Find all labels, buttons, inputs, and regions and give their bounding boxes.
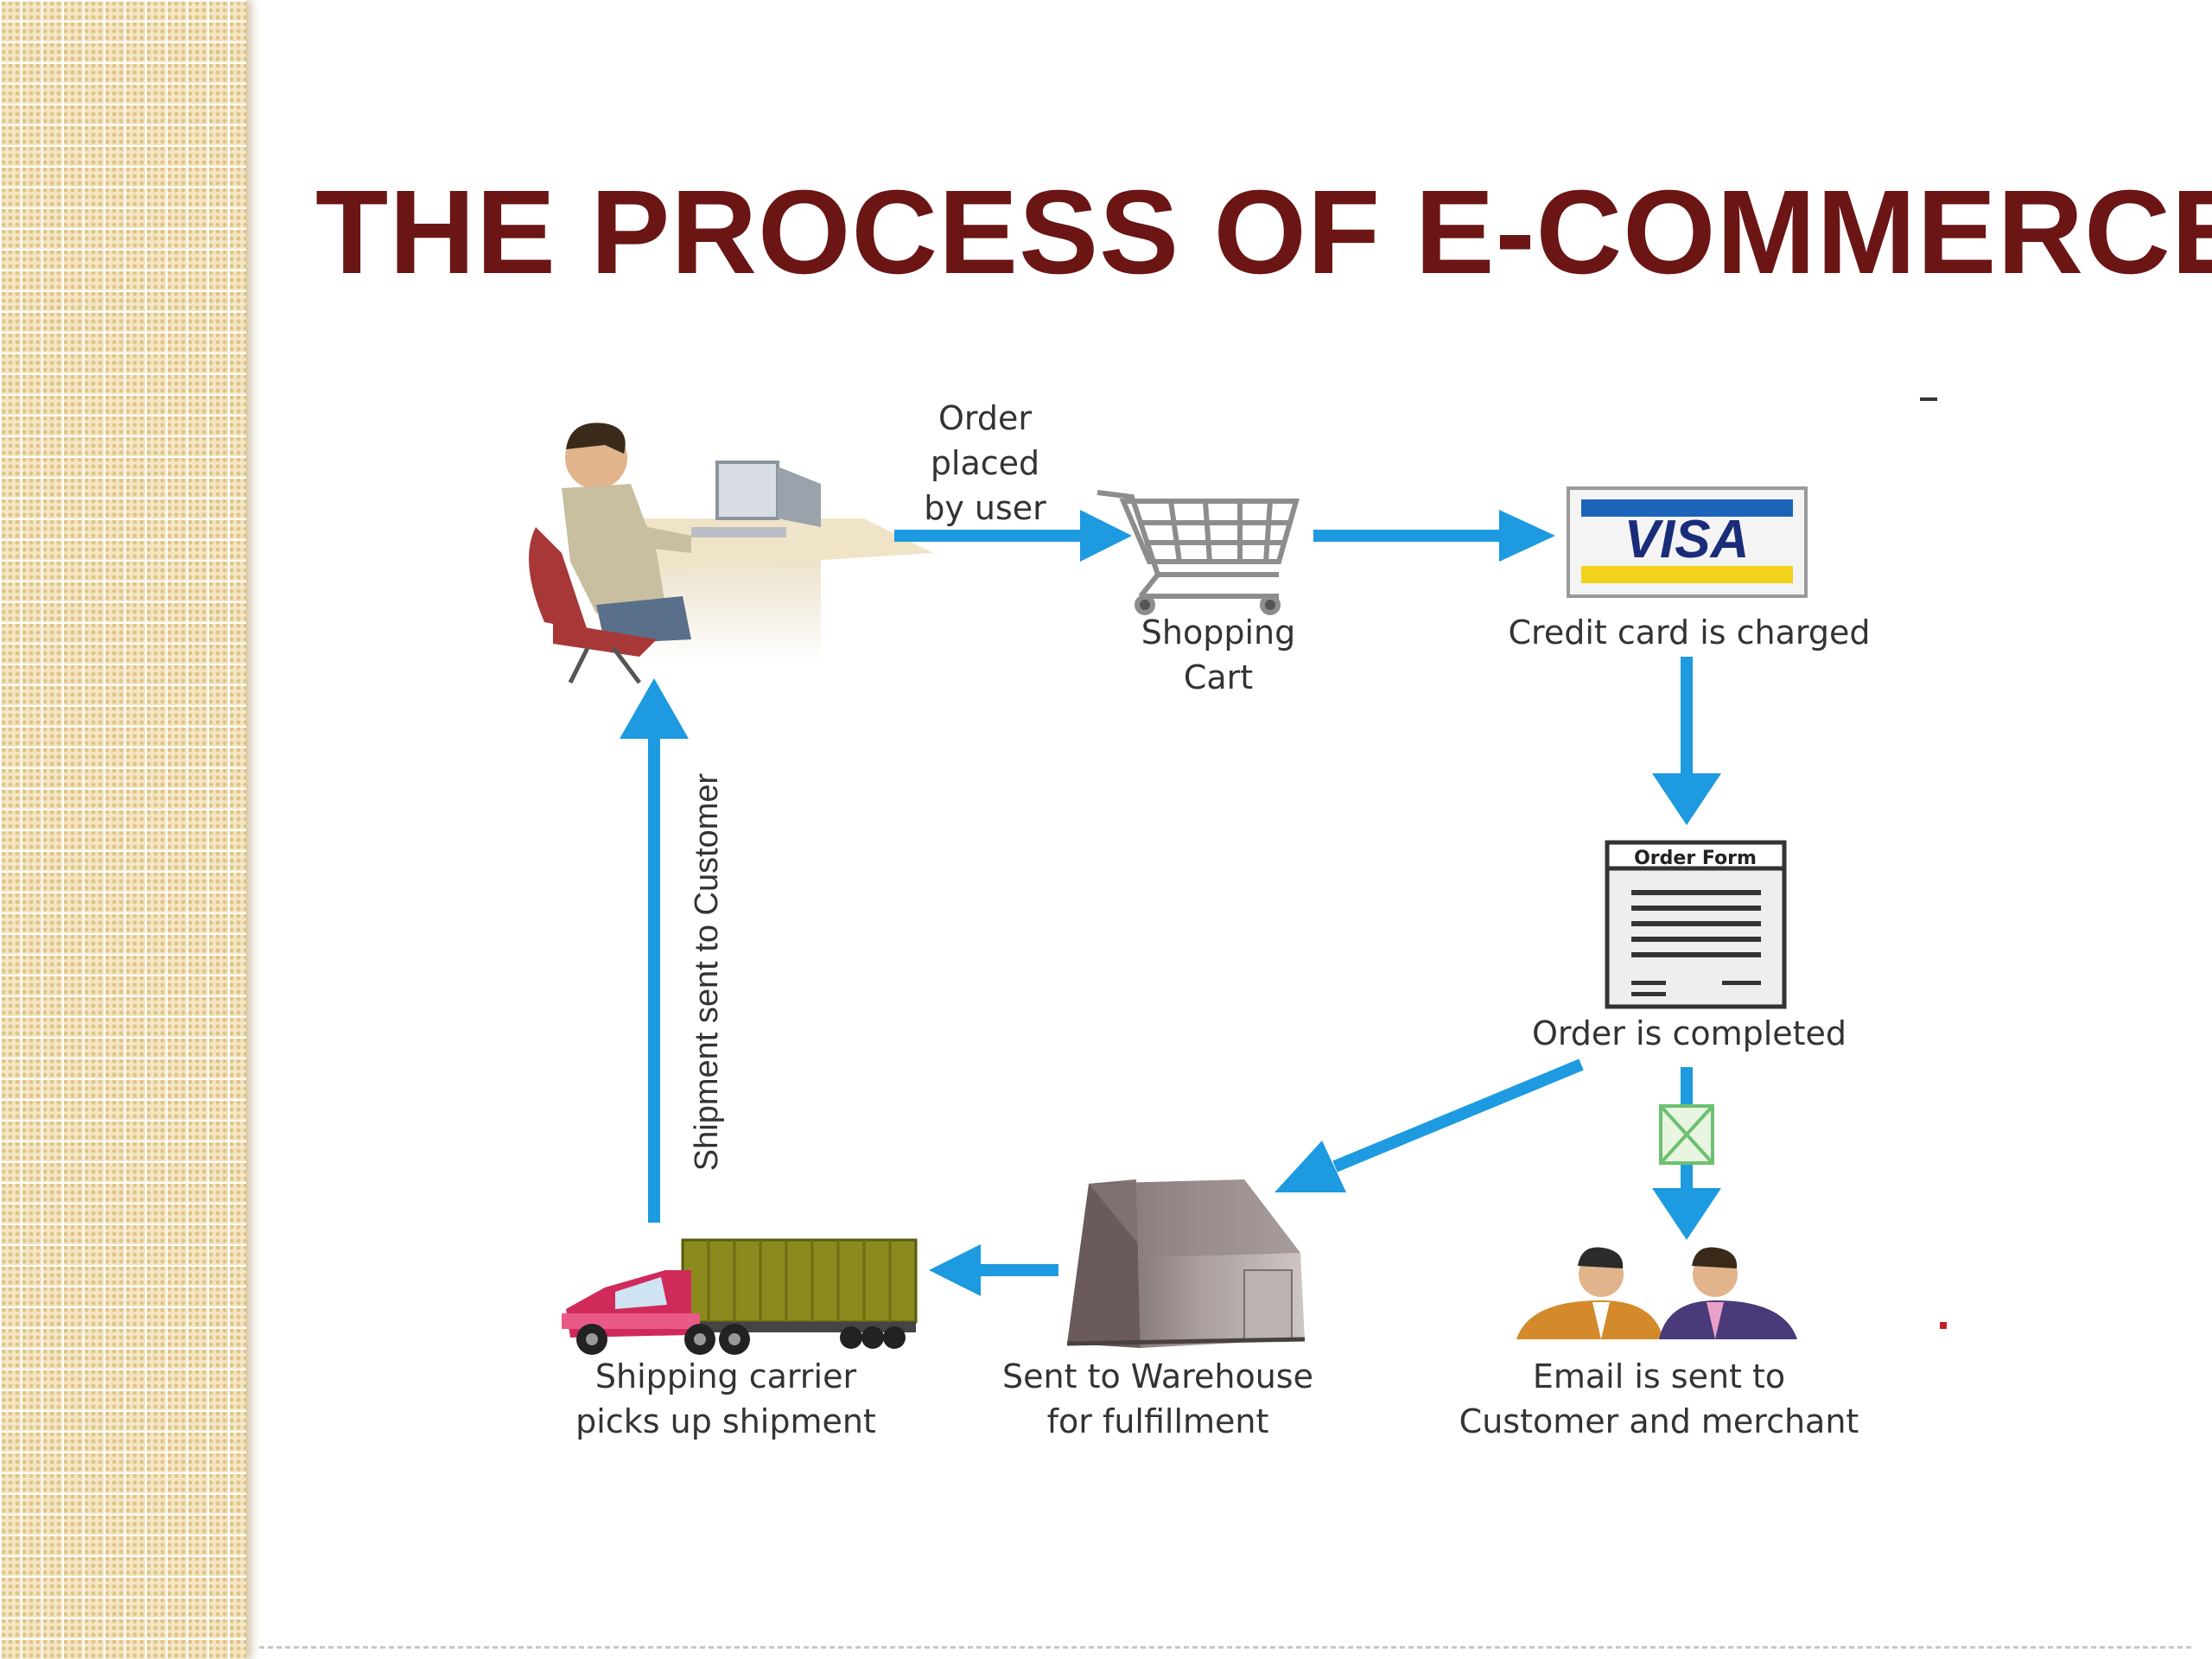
order-placed-label: Order placed by user bbox=[890, 396, 1080, 531]
cart-label: Shopping Cart bbox=[1123, 610, 1313, 700]
order-placed-line-3: by user bbox=[924, 489, 1046, 527]
warehouse-icon bbox=[1066, 1179, 1306, 1348]
shipping-label: Shipping carrier picks up shipment bbox=[531, 1354, 920, 1444]
credit-card-label: Credit card is charged bbox=[1508, 613, 1871, 652]
envelope-icon bbox=[1659, 1104, 1714, 1165]
warehouse-label: Sent to Warehouse for fulfillment bbox=[959, 1354, 1357, 1444]
arrow-user-to-cart bbox=[894, 510, 1132, 562]
visa-card-text: VISA bbox=[1624, 510, 1750, 569]
email-label-line-1: Email is sent to bbox=[1532, 1357, 1786, 1395]
cart-label-line-2: Cart bbox=[1183, 658, 1254, 696]
arrow-cart-to-credit-card bbox=[1313, 510, 1555, 562]
arrow-warehouse-to-truck bbox=[929, 1244, 1058, 1296]
shipping-label-line-1: Shipping carrier bbox=[594, 1357, 857, 1395]
user-at-computer-icon bbox=[529, 423, 933, 684]
order-form-header: Order Form bbox=[1634, 848, 1757, 869]
order-completed-label: Order is completed bbox=[1531, 1014, 1847, 1052]
truck-icon bbox=[562, 1238, 918, 1355]
order-form-icon: Order Form bbox=[1605, 840, 1787, 1009]
email-label: Email is sent to Customer and merchant bbox=[1400, 1354, 1918, 1444]
warehouse-label-line-1: Sent to Warehouse bbox=[1002, 1357, 1313, 1395]
decorative-side-strip bbox=[0, 0, 246, 1659]
arrow-truck-to-user bbox=[620, 678, 689, 1223]
cart-label-line-1: Shopping bbox=[1141, 613, 1296, 652]
shopping-cart-icon bbox=[1096, 490, 1300, 615]
slide-title: THE PROCESS OF E-COMMERCE bbox=[315, 166, 2212, 299]
bottom-divider bbox=[259, 1646, 2195, 1649]
visa-card-icon: VISA bbox=[1567, 486, 1808, 598]
shipment-sent-label: Shipment sent to Customer bbox=[689, 772, 725, 1171]
email-label-line-2: Customer and merchant bbox=[1459, 1402, 1859, 1440]
order-placed-line-2: placed bbox=[930, 444, 1040, 482]
arrow-credit-card-to-order bbox=[1652, 657, 1721, 825]
order-placed-line-1: Order bbox=[938, 399, 1032, 437]
warehouse-label-line-2: for fulfillment bbox=[1046, 1402, 1269, 1440]
shipping-label-line-2: picks up shipment bbox=[575, 1402, 876, 1440]
arrow-order-to-warehouse bbox=[1274, 1058, 1584, 1192]
two-people-icon bbox=[1516, 1247, 1797, 1339]
